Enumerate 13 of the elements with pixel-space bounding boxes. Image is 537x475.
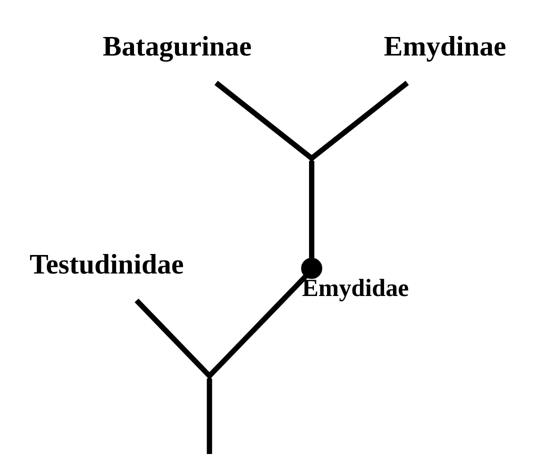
connector: [206, 378, 212, 454]
node-label: Emydidae: [302, 275, 409, 302]
node-text: Testudinidae: [30, 249, 184, 280]
connector: [134, 298, 212, 378]
node-point: [310, 157, 314, 162]
connector: [309, 161, 314, 258]
node-text: Emydinae: [384, 32, 506, 63]
node-circle: [301, 258, 322, 279]
connector: [310, 80, 409, 160]
node-text: Batagurinae: [102, 32, 252, 63]
connector: [208, 274, 308, 378]
node-point: [207, 374, 212, 380]
connector: [214, 80, 314, 160]
